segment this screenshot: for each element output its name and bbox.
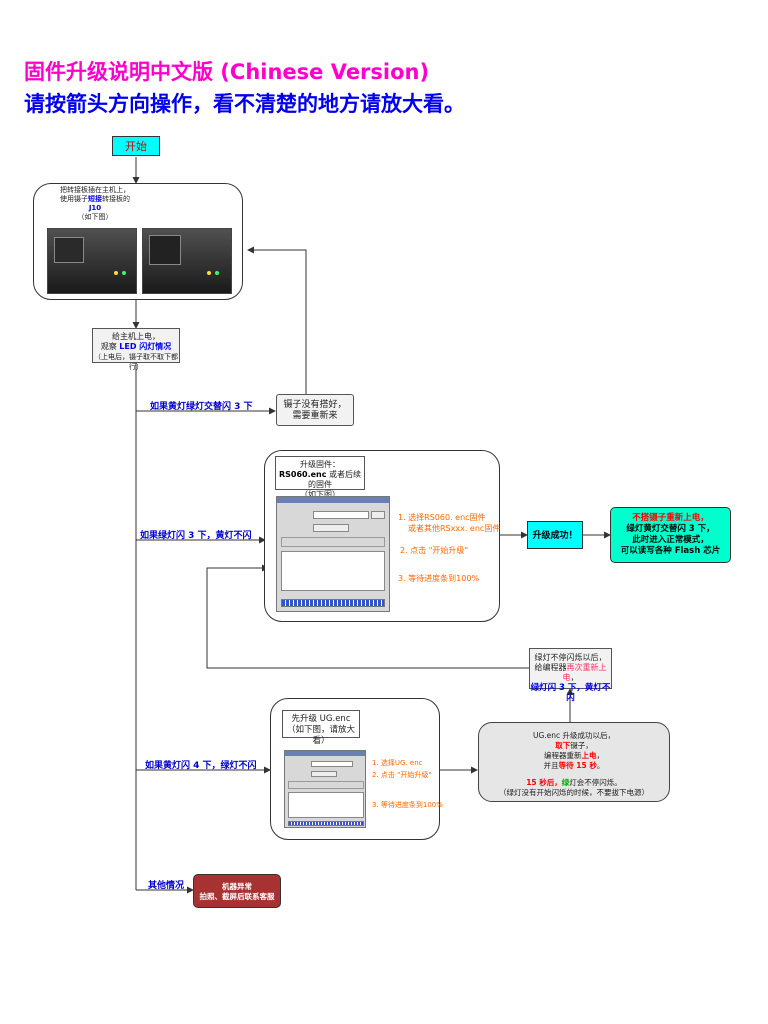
ugdone-line3-post: ，: [596, 751, 605, 760]
loop-line3: 绿灯闪 3 下，黄灯不闪: [530, 683, 611, 703]
step2-line3: （上电后，镊子取不取下都行）: [94, 353, 178, 371]
step1-line2-highlight: 短接: [88, 195, 102, 203]
fw-line1: 升级固件：: [300, 460, 340, 469]
fw-line2-post: 或者后续的固件: [308, 470, 362, 489]
adapter-photo-1: [47, 228, 137, 294]
ugdone-line2-highlight: 取下: [555, 741, 571, 750]
fw-annotation-1a: 1. 选择RS060. enc固件: [398, 513, 486, 522]
error-line2: 拍照、截屏后联系客服: [199, 892, 275, 901]
retry-node: 镊子没有搭好， 需要重新来: [276, 394, 354, 426]
ug-line2: （如下图，请放大看）: [286, 725, 355, 746]
ugdone-line5: 15 秒后，绿灯会不停闪烁。: [479, 778, 669, 788]
branch-label-4: 其他情况: [148, 881, 185, 891]
ugdone-line2-post: 镊子，: [570, 741, 593, 750]
ugdone-line3: 编程器重新上电，: [479, 751, 669, 761]
step1-line3: J10: [88, 204, 102, 212]
error-line1: 机器异常: [222, 882, 252, 891]
ugdone-line3-highlight: 上电: [581, 751, 597, 760]
ug-line1: 先升级 UG.enc: [291, 714, 351, 724]
ugdone-line2: 取下镊子，: [479, 741, 669, 751]
ugdone-line4: 并且等待 15 秒。: [479, 761, 669, 771]
fw-software-screenshot: [276, 496, 390, 612]
normal-mode-node: 不搭镊子重新上电， 绿灯黄灯交替闪 3 下， 此时进入正常模式， 可以读写各种 …: [610, 507, 731, 563]
step2-line2: 观察 LED 闪灯情况: [93, 342, 179, 352]
final-line4: 可以读写各种 Flash 芯片: [620, 546, 721, 556]
repower-node: 绿灯不停闪烁以后， 给编程器再次重新上电， 绿灯闪 3 下，黄灯不闪: [529, 648, 612, 703]
fw-annotation-1b: 或者其他RSxxx. enc固件: [408, 524, 501, 533]
fw-caption: 升级固件： RS060.enc 或者后续的固件 （如下图）: [275, 456, 365, 499]
loop-line1: 绿灯不停闪烁以后，: [534, 653, 607, 662]
fw-screenshot-titlebar: [277, 497, 389, 503]
retry-line2: 需要重新来: [292, 411, 338, 421]
ug-caption: 先升级 UG.enc （如下图，请放大看）: [282, 710, 360, 746]
loop-line2: 给编程器再次重新上电，: [530, 663, 611, 683]
ug-screenshot-titlebar: [285, 751, 365, 756]
loop-line2-post: ，: [570, 673, 579, 682]
retry-line1: 镊子没有搭好，: [283, 400, 347, 410]
step1-line2-post: 转接板的: [102, 195, 130, 203]
branch-label-3: 如果黄灯闪 4 下，绿灯不闪: [145, 761, 257, 771]
upgrade-success-node: 升级成功！: [527, 521, 583, 549]
title-line-1: 固件升级说明中文版 (Chinese Version): [24, 60, 430, 84]
final-line1: 不搭镊子重新上电，: [632, 513, 709, 523]
fw-line2-highlight: RS060.enc: [278, 470, 327, 479]
loop-line2-highlight: 再次重新上电: [562, 663, 607, 682]
loop-line2-pre: 给编程器: [534, 663, 567, 672]
title-line-2: 请按箭头方向操作，看不清楚的地方请放大看。: [24, 92, 465, 116]
branch-label-1: 如果黄灯绿灯交替闪 3 下: [150, 402, 253, 412]
step2-line2-highlight: LED 闪灯情况: [119, 342, 172, 351]
branch-label-2: 如果绿灯闪 3 下，黄灯不闪: [140, 531, 252, 541]
error-node: 机器异常 拍照、截屏后联系客服: [193, 874, 281, 908]
step1-line4: （如下图）: [77, 213, 113, 221]
ugdone-line3-pre: 编程器重新: [544, 751, 582, 760]
fw-annotation-2: 2. 点击 "开始升级": [400, 546, 469, 555]
step1-line1: 把转接板插在主机上，: [60, 186, 130, 194]
ugdone-line6: （绿灯没有开始闪烁的时候，不要拔下电源）: [499, 788, 649, 797]
ug-annotation-2: 2. 点击 "开始升级": [372, 771, 432, 779]
ugdone-line4-post: 。: [596, 761, 605, 770]
ug-annotation-1: 1. 选择UG. enc: [372, 759, 423, 767]
step-power-on: 给主机上电， 观察 LED 闪灯情况 （上电后，镊子取不取下都行）: [92, 328, 180, 371]
start-node: 开始: [112, 136, 160, 156]
step2-line2-pre: 观察: [100, 342, 120, 351]
ugdone-line5-post: 灯会不停闪烁。: [569, 778, 622, 787]
step1-line2: 使用镊子短接转接板的: [40, 195, 150, 204]
ugdone-line5-highlight: 15 秒后，: [526, 778, 562, 787]
fw-annotation-3: 3. 等待进度条到100%: [398, 574, 480, 583]
ug-software-screenshot: [284, 750, 366, 828]
step2-line1: 给主机上电，: [112, 332, 160, 341]
ugdone-line5-green: 绿: [561, 778, 570, 787]
ug-done-node: UG.enc 升级成功以后， 取下镊子， 编程器重新上电， 并且等待 15 秒。…: [478, 722, 670, 802]
final-line2: 绿灯黄灯交替闪 3 下，: [626, 524, 715, 534]
ugdone-line4-pre: 并且: [543, 761, 559, 770]
ug-annotation-3: 3. 等待进度条到100%: [372, 801, 443, 809]
ugdone-line1: UG.enc 升级成功以后，: [532, 731, 616, 740]
fw-line2: RS060.enc 或者后续的固件: [276, 470, 364, 490]
ugdone-line4-highlight: 等待 15 秒: [558, 761, 597, 770]
final-line3: 此时进入正常模式，: [632, 535, 709, 545]
step1-line2-pre: 使用镊子: [60, 195, 88, 203]
step1-text: 把转接板插在主机上， 使用镊子短接转接板的 J10 （如下图）: [40, 186, 150, 222]
fw-line3: （如下图）: [300, 490, 340, 499]
success-label: 升级成功！: [532, 531, 578, 541]
start-label: 开始: [125, 140, 147, 153]
adapter-photo-2: [142, 228, 232, 294]
